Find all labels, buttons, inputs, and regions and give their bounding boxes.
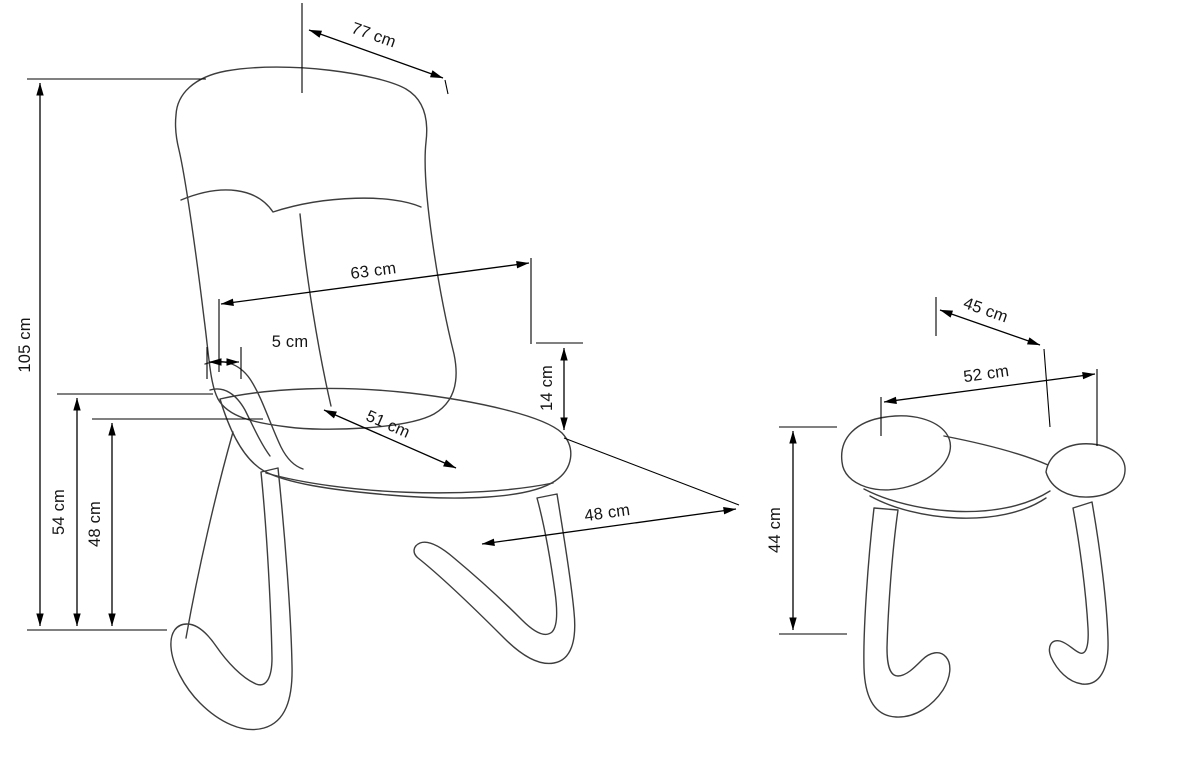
dim-chair-depth-line (308, 29, 444, 79)
stool-left-runner (863, 507, 951, 718)
chair-seat-front-band (265, 472, 554, 494)
stool-cushion-left-bolster (841, 415, 952, 491)
dimensions-footstool: 45 cm 52 cm 44 cm (766, 294, 1098, 635)
dim-stool-depth-label: 45 cm (961, 294, 1010, 326)
dim-chair-backrest-width-line (220, 260, 530, 307)
dim-chair-seat-height: 48 cm (86, 418, 263, 627)
chair-seat-cushion (219, 387, 572, 499)
stool-cushion-underside (869, 495, 1047, 519)
dim-chair-armrest-inset: 5 cm (206, 333, 309, 379)
chair-headrest-seam (180, 189, 422, 213)
dim-chair-seat-width: 48 cm (481, 437, 740, 546)
dim-stool-depth-line (939, 309, 1041, 346)
dim-chair-height: 105 cm (16, 78, 206, 631)
dimensions-chair: 77 cm 105 cm 54 cm 48 cm 63 cm (16, 3, 740, 631)
dim-chair-cushion-thickness-label: 14 cm (538, 365, 556, 411)
stool-cushion-right-bolster (1045, 443, 1126, 498)
chair-backrest-center-seam (299, 213, 332, 407)
dim-chair-depth: 77 cm (301, 3, 449, 95)
dim-stool-height: 44 cm (766, 426, 847, 635)
chair-armrest-inner-edge (209, 388, 271, 457)
chair-armrest (204, 360, 304, 470)
dim-stool-depth-ext-right (1043, 348, 1051, 428)
chair-right-runner (413, 493, 576, 665)
dim-stool-width: 52 cm (880, 362, 1098, 446)
dim-chair-backrest-width: 63 cm (218, 258, 532, 372)
dim-chair-cushion-thickness: 14 cm (536, 342, 583, 431)
dim-chair-seat-height-label: 48 cm (86, 501, 104, 547)
dim-chair-height-label: 105 cm (16, 317, 34, 372)
chair-backrest-outline (174, 66, 457, 430)
dim-chair-seat-depth-line (323, 409, 457, 469)
dim-chair-seat-depth-label: 51 cm (363, 407, 412, 442)
chair-rear-leg-line (185, 431, 234, 639)
dim-chair-seat-width-ext (563, 437, 740, 506)
dim-stool-width-label: 52 cm (962, 362, 1010, 386)
dim-chair-armrest-inset-label: 5 cm (272, 333, 309, 351)
dim-stool-depth: 45 cm (935, 294, 1051, 428)
footstool-drawing (841, 415, 1126, 718)
dim-chair-depth-ext-right (444, 79, 449, 95)
stool-right-runner (1048, 501, 1109, 685)
dim-chair-seat-width-line (481, 507, 737, 546)
dim-chair-seat-width-label: 48 cm (583, 501, 631, 525)
dim-chair-seat-depth: 51 cm (323, 407, 457, 469)
stool-cushion-front-edge (863, 488, 1051, 513)
stool-cushion-back-edge (943, 435, 1049, 466)
dim-chair-armrest-height: 54 cm (50, 393, 213, 627)
dim-stool-width-line (883, 371, 1096, 405)
armchair-drawing (170, 66, 576, 731)
dim-chair-armrest-height-label: 54 cm (50, 489, 68, 535)
dim-chair-backrest-width-label: 63 cm (349, 259, 397, 283)
dim-stool-height-label: 44 cm (766, 507, 784, 553)
chair-left-runner (170, 467, 293, 731)
